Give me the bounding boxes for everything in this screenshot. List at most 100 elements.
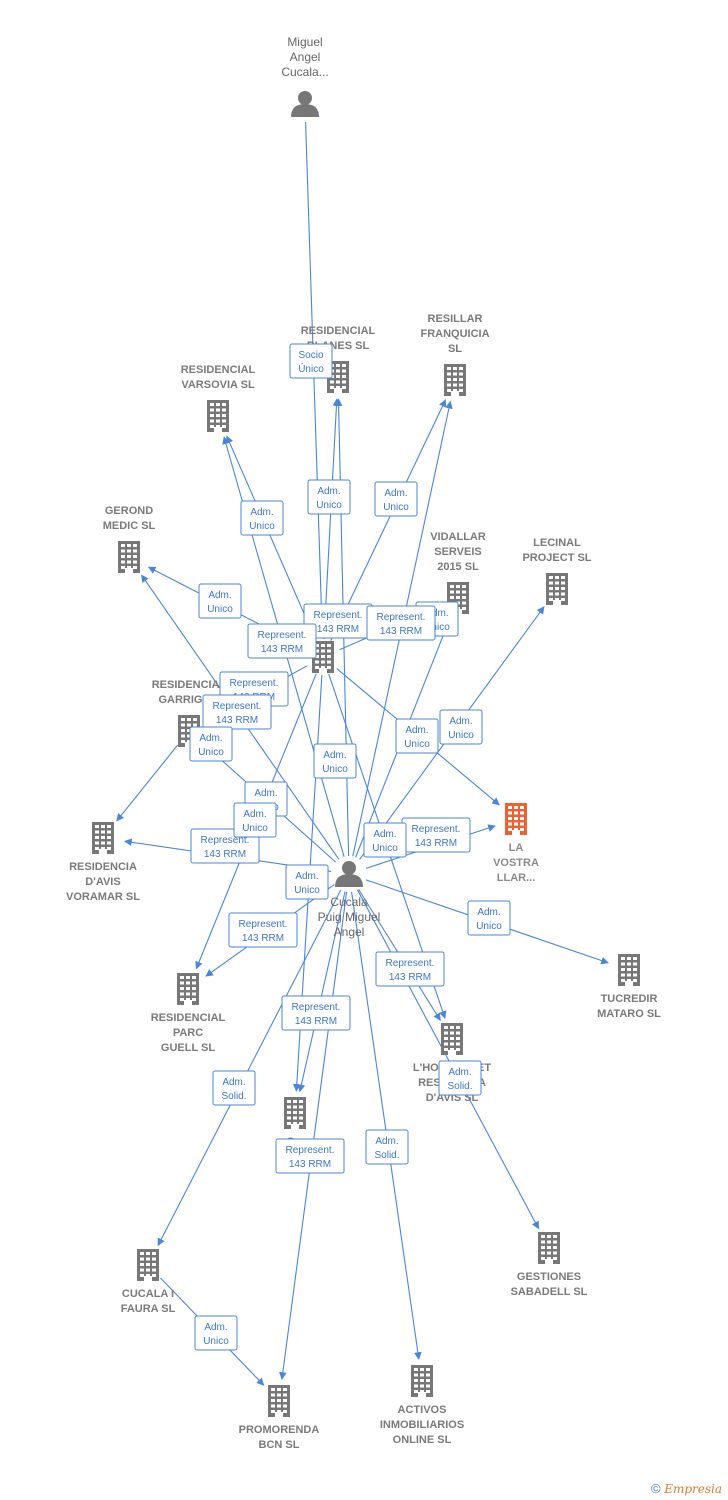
edge-label-text: Unico [322,764,348,775]
edge-label-pro-vidallar[interactable]: Adm.Unico [439,709,483,745]
building-icon [312,641,334,673]
node-label: ONLINE SL [393,1434,452,1446]
edge-label-cucala_puig-res_varsovia[interactable]: Represent.143 RRM [247,623,317,659]
edge-label-pro-res_varsovia[interactable]: Adm.Unico [240,500,284,536]
edge-label-cucala_puig-res_garriga[interactable]: Adm.Unico [395,718,439,754]
node-miguel[interactable]: MiguelAngelCucala... [281,35,329,117]
edge-label-cucala_puig-resillar[interactable]: Represent.143 RRM [303,603,373,639]
edge-line-res_garriga-res_voramar [116,744,179,822]
edge-label-text: Unico [424,622,450,633]
edge-label-text: 143 RRM [216,715,258,726]
edge-line-pro-res_blanes [323,398,341,640]
footer-credit[interactable]: © Empresia [651,1481,722,1496]
edge-label-text: 143 RRM [242,933,284,944]
edge-label-cucala_puig-res_blanes[interactable]: Adm.Unico [307,479,351,515]
edge-label-box [275,1138,345,1174]
edge-label-box [438,1060,482,1096]
node-label: RESIDENCIA [69,861,137,873]
node-label: SL [448,343,462,355]
edge-line-cucala_puig-activos [351,891,422,1360]
node-label: INMOBILIARIOS [380,1419,464,1431]
edge-label-pro-la_vostra[interactable]: Adm.Unico [189,726,233,762]
edge-label-cucala_puig-res_parc[interactable]: Represent.143 RRM [228,912,298,948]
node-label: RESIDENCIAL [181,364,256,376]
edge-label-cucala_puig-gerond[interactable]: Represent.143 RRM [366,605,436,641]
edge-label-text: Unico [249,521,275,532]
edge-label-cucala_puig-lhospitalet[interactable]: Represent.143 RRM [375,951,445,987]
edge-label-box [202,694,272,730]
edge-label-text: 143 RRM [204,849,246,860]
edge-label-box [198,583,242,619]
edge-label-cucala_puig-gestiones[interactable]: Adm.Solid. [212,1070,256,1106]
edge-label-text: Socio [298,350,323,361]
edge-label-pro-res_blanes[interactable]: Adm.Unico [374,481,418,517]
edge-label-cucala_puig-activos[interactable]: Adm.Solid. [365,1129,409,1165]
edge-label-text: Represent. [386,958,435,969]
edge-label-pro-res_parc[interactable]: Adm.Unico [233,802,277,838]
edge-label-box [247,623,317,659]
node-label: SERVEIS [434,546,482,558]
node-label: Cucala... [281,65,328,79]
edge-label-text: Adm. [243,809,266,820]
edge-label-text: 143 RRM [415,838,457,849]
building-icon [618,954,640,986]
node-label: RESILLAR [428,313,483,325]
node-label: FAURA SL [121,1303,176,1315]
edge-label-text: Unico [316,500,342,511]
edge-label-cucala_puig-lecinal[interactable]: Represent.143 RRM [202,694,272,730]
building-icon [137,1249,159,1281]
node-label: TUCREDIR [601,993,658,1005]
edge-label-text: Adm. [375,1136,398,1147]
node-label: 2015 SL [437,561,479,573]
node-label: GUELL SL [161,1042,215,1054]
edge-labels-layer: SocioÚnicoAdm.UnicoAdm.UnicoRepresent.14… [189,343,511,1351]
edge-label-text: Represent. [201,835,250,846]
node-label: BCN SL [259,1439,300,1451]
edge-label-pro-lhospitalet[interactable]: Adm.Unico [363,822,407,858]
edge-label-cucala_puig-tucredir[interactable]: Adm.Unico [467,900,511,936]
edge-label-text: Represent. [292,1002,341,1013]
edge-label-text: Adm. [373,829,396,840]
brand-logo: Empresia [664,1482,722,1496]
edge-label-text: Adm. [254,788,277,799]
building-icon [92,822,114,854]
edge-line-pro-resillar [330,399,447,641]
edge-label-box [374,481,418,517]
edge-label-cucala_faura-promorenda[interactable]: Adm.Unico [194,1315,238,1351]
edge-label-text: 143 RRM [317,624,359,635]
edge-label-cucala_puig-g_t[interactable]: Represent.143 RRM [281,995,351,1031]
edge-label-pro-g_t[interactable]: Adm.Unico [285,864,329,900]
edge-label-text: Adm. [295,871,318,882]
node-label: SABADELL SL [511,1286,588,1298]
building-icon [505,803,527,835]
edge-label-box [240,500,284,536]
edge-label-cucala_puig-promorenda[interactable]: Represent.143 RRM [275,1138,345,1174]
edge-label-text: Adm. [477,907,500,918]
node-la_vostra[interactable]: LAVOSTRALLAR... [493,803,539,884]
edge-label-text: Adm. [449,716,472,727]
edge-label-cucala_puig-la_vostra[interactable]: Represent.143 RRM [401,817,471,853]
edge-label-pro-res_garriga[interactable]: Adm.Unico [313,743,357,779]
edge-label-text: 143 RRM [380,626,422,637]
node-label: GEROND [105,505,153,517]
edge-label-box [281,995,351,1031]
building-icon [538,1232,560,1264]
edge-label-cucala_puig-cucala_faura[interactable]: Adm.Solid. [438,1060,482,1096]
edge-label-box [307,479,351,515]
edge-label-pro-gerond[interactable]: Adm.Unico [198,583,242,619]
